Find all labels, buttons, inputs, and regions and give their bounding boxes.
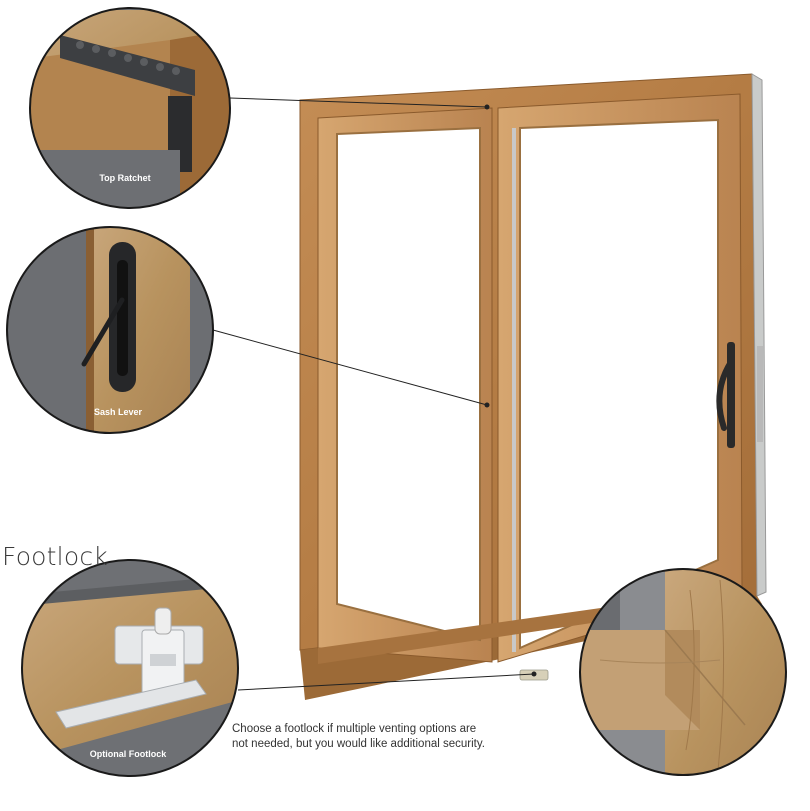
- footlock-device: [55, 607, 207, 729]
- optional-footlock-callout: Optional Footlock: [21, 559, 239, 777]
- footlock-heading: Footlock: [2, 542, 108, 571]
- leader-lines: [212, 97, 535, 691]
- right-glass: [519, 118, 719, 650]
- door-handle: [716, 342, 735, 448]
- top-ratchet-label: Top Ratchet: [99, 173, 150, 183]
- footlock-caption: Choose a footlock if multiple venting op…: [232, 723, 485, 750]
- optional-footlock-label: Optional Footlock: [90, 749, 167, 759]
- sash-lever-callout: Sash Lever: [6, 226, 214, 434]
- corner-detail-callout: [579, 568, 787, 776]
- sash-lever-label: Sash Lever: [94, 407, 143, 417]
- top-ratchet-callout: Top Ratchet: [29, 7, 231, 209]
